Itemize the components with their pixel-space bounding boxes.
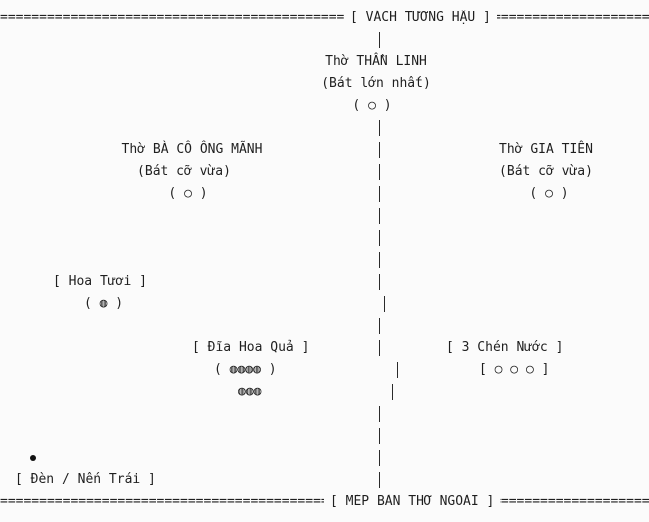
- center-divider-segment: [379, 32, 380, 48]
- fruit-plate-label: [ Đĩa Hoa Quả ]: [192, 340, 310, 355]
- right-altar-symbol: ( ○ ): [529, 186, 569, 201]
- bottom-edge-rule: ========================================…: [0, 494, 649, 510]
- right-altar-bowl: (Bát cỡ vừa): [499, 164, 593, 179]
- center-divider-segment: [379, 406, 380, 422]
- top-edge-fill: ========================================…: [0, 10, 649, 25]
- center-divider-segment: [379, 450, 380, 466]
- fruit-plate-symbol-row1: ( ◍◍◍◍ ): [214, 362, 277, 377]
- lamp-dot-icon: [30, 455, 36, 461]
- center-divider-segment: [379, 318, 380, 334]
- center-altar-symbol: ( ○ ): [352, 98, 392, 113]
- center-divider-segment: [379, 472, 380, 488]
- left-altar-symbol: ( ○ ): [168, 186, 208, 201]
- center-divider-segment: [379, 274, 380, 290]
- center-divider-segment: [379, 120, 380, 136]
- center-divider-segment: [379, 208, 380, 224]
- water-cups-symbol: [ ○ ○ ○ ]: [479, 362, 550, 377]
- right-altar-name: Thờ GIA TIÊN: [499, 142, 593, 157]
- center-divider-segment: [384, 296, 385, 312]
- center-divider-segment: [392, 384, 393, 400]
- center-divider-segment: [379, 186, 380, 202]
- center-divider-segment: [379, 142, 380, 158]
- center-divider-segment: [397, 362, 398, 378]
- bottom-edge-title: [ MÉP BÀN THỜ NGOÀI ]: [324, 494, 501, 510]
- center-divider-segment: [379, 252, 380, 268]
- flowers-symbol: ( ◍ ): [84, 296, 124, 311]
- center-divider-segment: [379, 164, 380, 180]
- center-altar-name: Thờ THẦN LINH: [325, 54, 427, 69]
- water-cups-label: [ 3 Chén Nước ]: [446, 340, 564, 355]
- left-altar-bowl: (Bát cỡ vừa): [137, 164, 231, 179]
- flowers-label: [ Hoa Tươi ]: [53, 274, 147, 289]
- center-divider-segment: [379, 340, 380, 356]
- center-divider-segment: [379, 230, 380, 246]
- top-edge-rule: ========================================…: [0, 10, 649, 26]
- left-altar-name: Thờ BÀ CÔ ÔNG MÃNH: [121, 142, 263, 157]
- center-divider-segment: [379, 428, 380, 444]
- center-altar-bowl: (Bát lớn nhất): [321, 76, 431, 91]
- fruit-plate-symbol-row2: ◍◍◍: [238, 384, 262, 399]
- lamp-label: [ Đèn / Nến Trái ]: [15, 472, 156, 487]
- top-edge-title: [ VÁCH TƯỜNG HẬU ]: [344, 10, 497, 26]
